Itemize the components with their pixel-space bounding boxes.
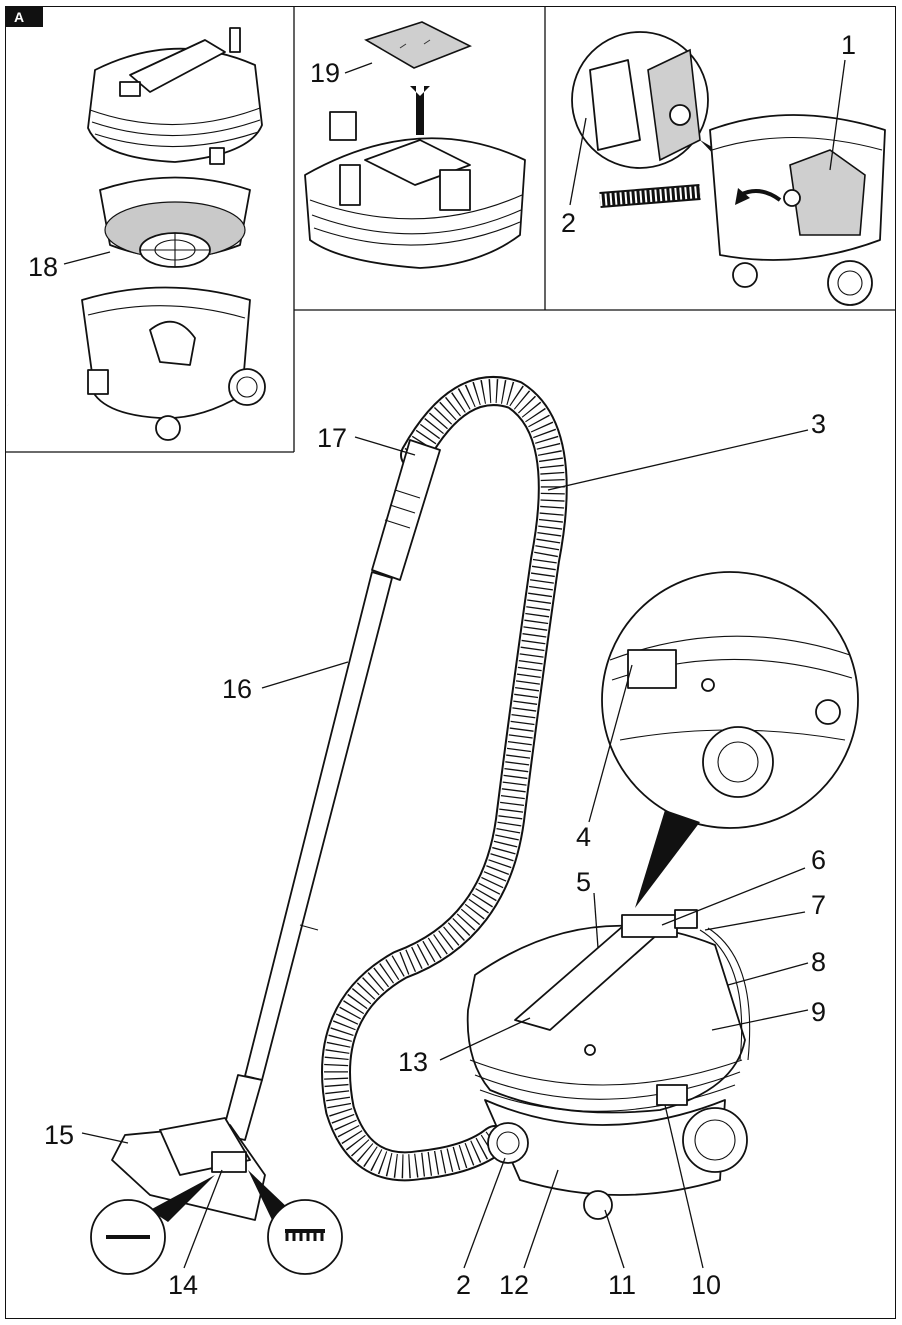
panel-dividers	[6, 7, 896, 453]
callout-18: 18	[28, 252, 58, 282]
callout-11: 11	[608, 1270, 636, 1300]
callout-17: 17	[317, 423, 347, 453]
callout-7: 7	[811, 890, 826, 920]
leader-lines	[63, 59, 846, 1269]
callout-15: 15	[44, 1120, 74, 1150]
callout-9: 9	[811, 997, 826, 1027]
callout-3: 3	[811, 409, 826, 439]
callout-2-bag: 2	[561, 208, 576, 238]
callout-5: 5	[576, 867, 591, 897]
callout-4: 4	[576, 822, 591, 852]
dust-bag-illustration	[571, 31, 886, 306]
callout-19: 19	[310, 58, 340, 88]
callout-1: 1	[841, 30, 856, 60]
lid-filter-illustration	[304, 21, 526, 269]
callout-14: 14	[168, 1270, 198, 1300]
callout-13: 13	[398, 1047, 428, 1077]
callout-10: 10	[691, 1270, 721, 1300]
callout-12: 12	[499, 1270, 529, 1300]
callout-2-main: 2	[456, 1270, 471, 1300]
callout-6: 6	[811, 845, 826, 875]
callout-8: 8	[811, 947, 826, 977]
exploded-view-illustration	[7, 27, 266, 441]
callout-labels: 1 2 3 4 5 6 7 8 9 10 11 12 13 14 15 16 1…	[28, 30, 856, 1300]
figure-frame	[5, 6, 896, 1319]
callout-16: 16	[222, 674, 252, 704]
figure-badge: A	[6, 7, 43, 27]
main-vacuum-illustration	[90, 376, 859, 1275]
